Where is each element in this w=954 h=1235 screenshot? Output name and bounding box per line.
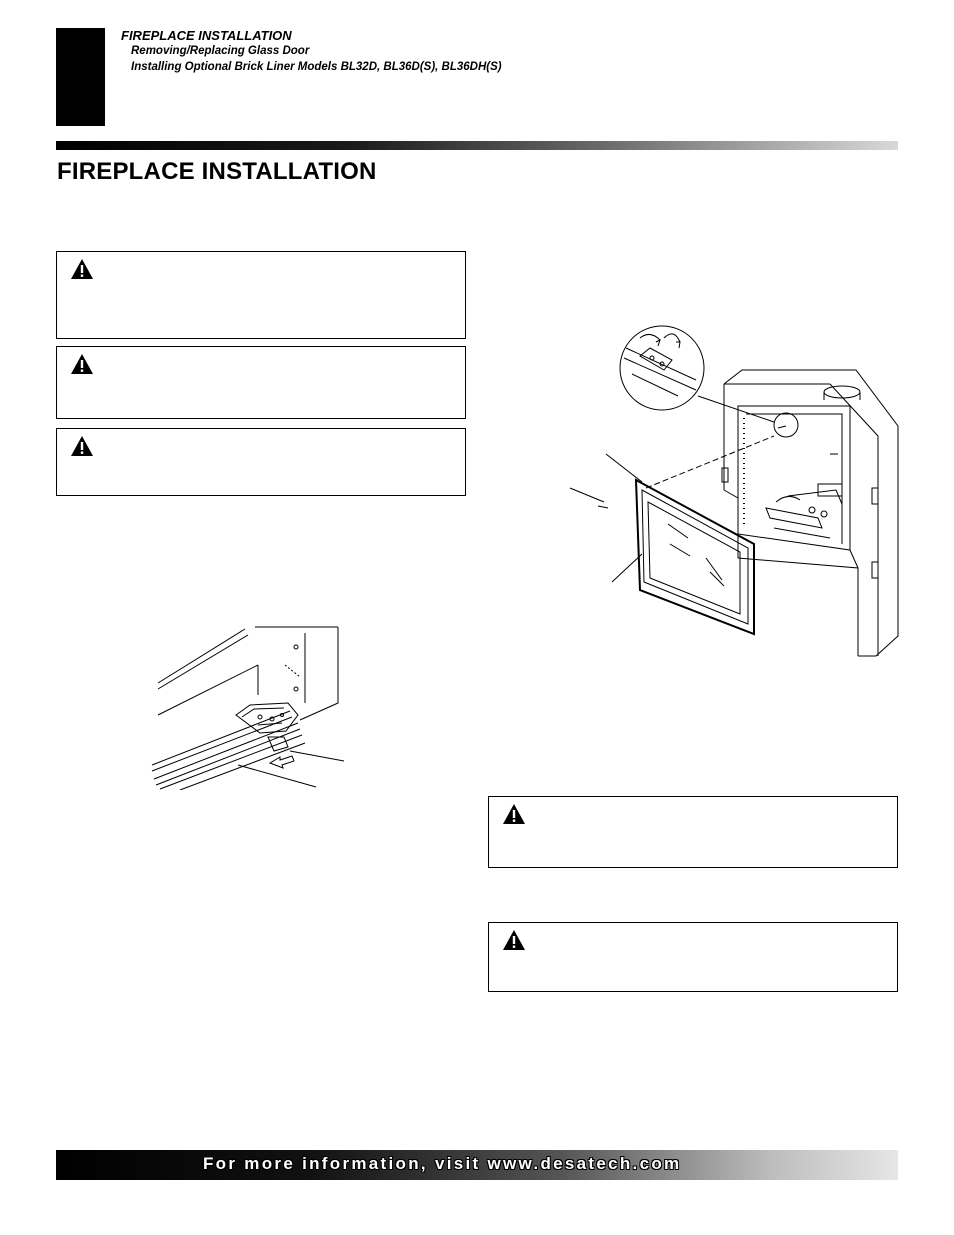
warning-triangle-icon <box>503 804 525 824</box>
warning-triangle-icon <box>71 436 93 456</box>
header-subtopic-brick-liner: Installing Optional Brick Liner Models B… <box>131 61 502 73</box>
section-tab-block <box>56 28 105 126</box>
door-latch-detail-figure <box>151 626 345 790</box>
warning-triangle-icon <box>71 354 93 374</box>
footer-bar: For more information, visit www.desatech… <box>56 1150 898 1180</box>
header-subtopic-door: Removing/Replacing Glass Door <box>131 45 310 57</box>
header-section-title: FIREPLACE INSTALLATION <box>121 28 292 43</box>
warning-triangle-icon <box>503 930 525 950</box>
warning-box-3 <box>56 428 466 496</box>
warning-box-5 <box>488 922 898 992</box>
footer-website-text: For more information, visit www.desatech… <box>203 1154 682 1173</box>
warning-triangle-icon <box>71 259 93 279</box>
glass-door-removal-figure <box>569 325 899 657</box>
warning-box-2 <box>56 346 466 419</box>
warning-box-4 <box>488 796 898 868</box>
header-rule <box>56 141 898 150</box>
warning-box-1 <box>56 251 466 339</box>
page-title: FIREPLACE INSTALLATION <box>57 158 377 185</box>
